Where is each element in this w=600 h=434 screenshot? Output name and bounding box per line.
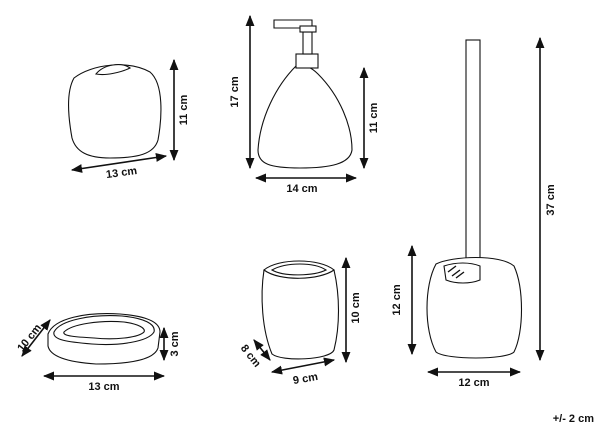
toothbrush-holder: 11 cm 13 cm <box>67 58 190 181</box>
soap-dish-depth-arrow <box>21 319 51 357</box>
tumbler-opening <box>270 263 328 276</box>
soap-dispenser-body <box>257 64 353 169</box>
soap-dispenser-pump-head <box>299 25 317 33</box>
soap-dispenser-width-label: 14 cm <box>286 183 317 195</box>
soap-dish-height-label: 3 cm <box>169 331 181 356</box>
toilet-brush-handle <box>465 39 481 271</box>
soap-dish-depth-label: 10 cm <box>15 322 44 354</box>
soap-dispenser-body-height-label: 11 cm <box>368 102 380 133</box>
tumbler-height-label: 10 cm <box>350 292 362 323</box>
toothbrush-holder-slot <box>95 64 132 76</box>
soap-dispenser-pump-stem <box>302 31 313 55</box>
tolerance-note: +/- 2 cm <box>553 413 594 425</box>
toothbrush-holder-width-arrow <box>70 153 168 173</box>
soap-dish-recess <box>63 320 145 340</box>
toothbrush-holder-width-label: 13 cm <box>105 165 138 181</box>
soap-dispenser: 17 cm 11 cm 14 cm <box>229 14 380 195</box>
soap-dish-width-label: 13 cm <box>88 381 119 393</box>
toilet-brush-holder-height-label: 12 cm <box>391 284 403 315</box>
toilet-brush: 37 cm 12 cm 12 cm <box>391 36 557 389</box>
tumbler: 10 cm 8 cm 9 cm <box>238 256 362 387</box>
toothbrush-holder-height-label: 11 cm <box>178 94 190 125</box>
soap-dish: 10 cm 3 cm 13 cm <box>15 313 181 393</box>
toothbrush-holder-body <box>67 64 162 159</box>
toilet-brush-holder <box>426 256 523 359</box>
toilet-brush-width-label: 12 cm <box>458 377 489 389</box>
tumbler-width-arrow <box>270 357 336 375</box>
toilet-brush-bristles <box>447 265 465 279</box>
tumbler-depth-arrow <box>253 339 271 361</box>
tumbler-width-label: 9 cm <box>292 371 319 387</box>
toilet-brush-total-height-label: 37 cm <box>545 184 557 215</box>
soap-dispenser-collar <box>295 53 319 69</box>
soap-dispenser-total-height-label: 17 cm <box>229 76 241 107</box>
